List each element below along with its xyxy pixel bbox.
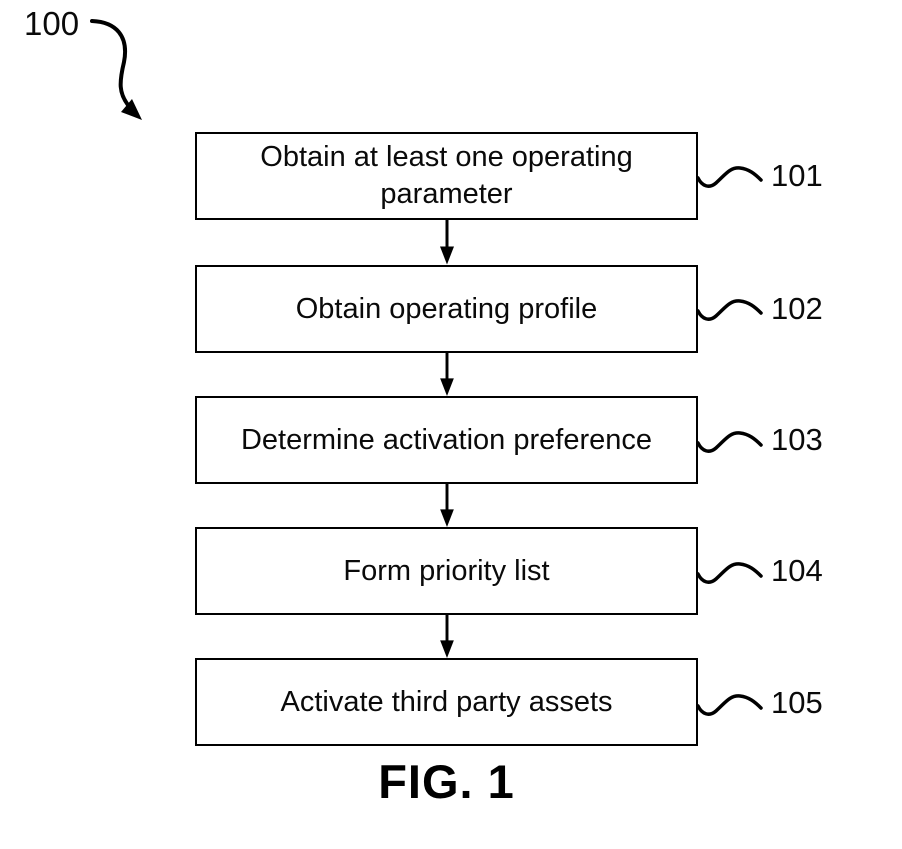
diagram-reference-label: 100	[24, 5, 80, 42]
reference-squiggle-icon	[697, 166, 763, 188]
flow-down-arrow-icon	[440, 614, 454, 659]
flow-step-label: Obtain operating profile	[295, 292, 598, 325]
step-reference-number: 105	[771, 685, 823, 720]
step-reference-number: 101	[771, 158, 823, 193]
step-reference-number: 104	[771, 553, 823, 588]
flow-step-box-obtain-profile: Obtain operating profile	[195, 265, 698, 353]
flow-step-box-determine-preference: Determine activation preference	[195, 396, 698, 484]
step-reference-number: 102	[771, 291, 823, 326]
step-reference-number: 103	[771, 422, 823, 457]
flow-down-arrow-icon	[440, 352, 454, 397]
flow-step-box-form-priority-list: Form priority list	[195, 527, 698, 615]
flow-step-box-obtain-parameter: Obtain at least one operating parameter	[195, 132, 698, 220]
reference-squiggle-icon	[697, 694, 763, 716]
reference-squiggle-icon	[697, 431, 763, 453]
flow-step-label: Activate third party assets	[280, 685, 613, 718]
reference-squiggle-icon	[697, 562, 763, 584]
flow-down-arrow-icon	[440, 219, 454, 265]
reference-squiggle-icon	[697, 299, 763, 321]
flow-step-label: Obtain at least one operating parameter	[260, 141, 633, 210]
flow-down-arrow-icon	[440, 483, 454, 528]
flow-step-label: Form priority list	[343, 554, 550, 587]
flow-step-box-activate-assets: Activate third party assets	[195, 658, 698, 746]
figure-caption: FIG. 1	[378, 755, 515, 808]
flow-step-label: Determine activation preference	[240, 423, 653, 456]
curved-pointer-arrow-icon	[90, 19, 142, 120]
